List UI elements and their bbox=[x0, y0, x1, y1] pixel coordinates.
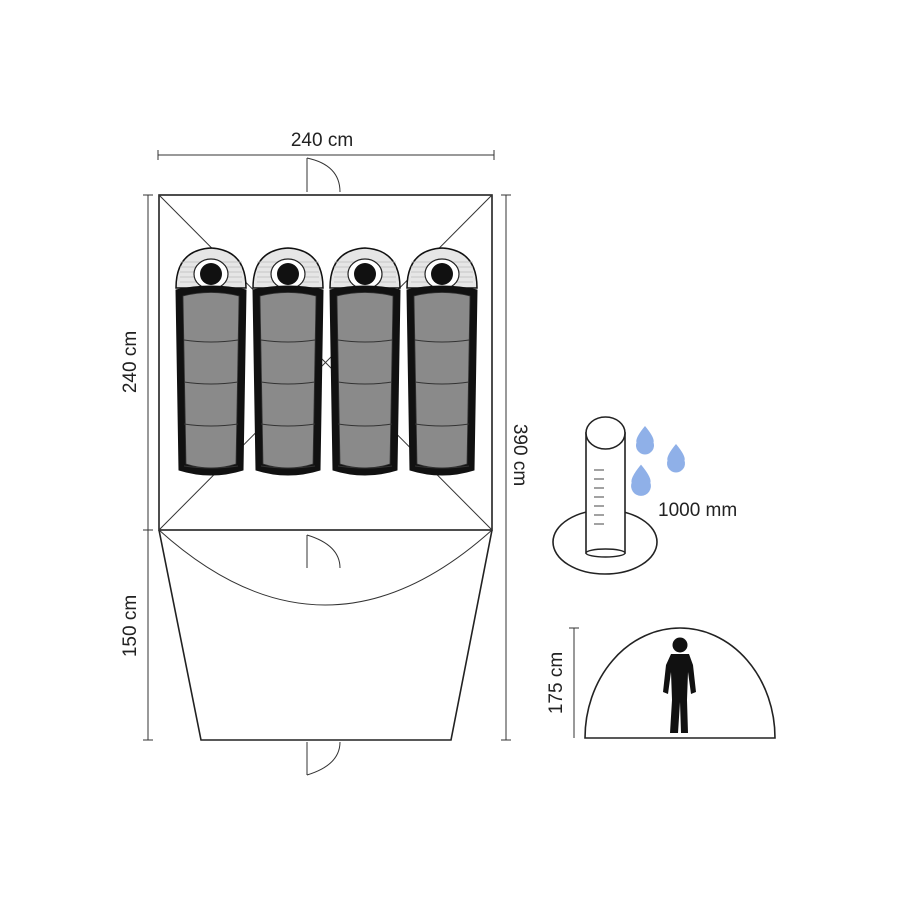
top-width-dimension: 240 cm bbox=[157, 130, 495, 160]
water-drop-icon bbox=[631, 464, 651, 496]
top-width-label: 240 cm bbox=[291, 130, 353, 151]
water-drop-icon bbox=[667, 444, 686, 473]
vestibule-outline bbox=[158, 529, 493, 741]
gauge-scale bbox=[594, 469, 604, 525]
vestibule-depth-label: 150 cm bbox=[120, 595, 141, 657]
sleeping-bag bbox=[175, 247, 247, 476]
gauge-tube bbox=[585, 432, 626, 554]
sleeping-bag bbox=[406, 247, 478, 476]
top-door-icon bbox=[306, 157, 341, 193]
bedroom-outline bbox=[158, 194, 493, 531]
vestibule-pole-arc bbox=[158, 529, 493, 606]
rain-gauge-icon: 1000 mm bbox=[552, 416, 737, 575]
water-drops bbox=[631, 426, 686, 496]
vestibule-area bbox=[158, 529, 493, 741]
bedroom-depth-label: 240 cm bbox=[120, 331, 141, 393]
sleeping-bag bbox=[252, 247, 324, 476]
water-drop-icon bbox=[636, 426, 654, 455]
person-silhouette-icon bbox=[663, 637, 696, 733]
tent-height-diagram: 175 cm bbox=[546, 627, 776, 739]
sleeping-bag bbox=[329, 247, 401, 476]
tent-height-label: 175 cm bbox=[546, 652, 567, 714]
water-column-label: 1000 mm bbox=[658, 500, 737, 521]
inner-door-icon bbox=[306, 534, 341, 569]
left-dimension-lines: 240 cm 150 cm bbox=[120, 194, 153, 741]
bottom-door-icon bbox=[306, 741, 341, 776]
total-length-label: 390 cm bbox=[509, 424, 530, 486]
sleeping-bags-group bbox=[175, 247, 478, 476]
total-length-dimension: 390 cm bbox=[501, 194, 530, 741]
